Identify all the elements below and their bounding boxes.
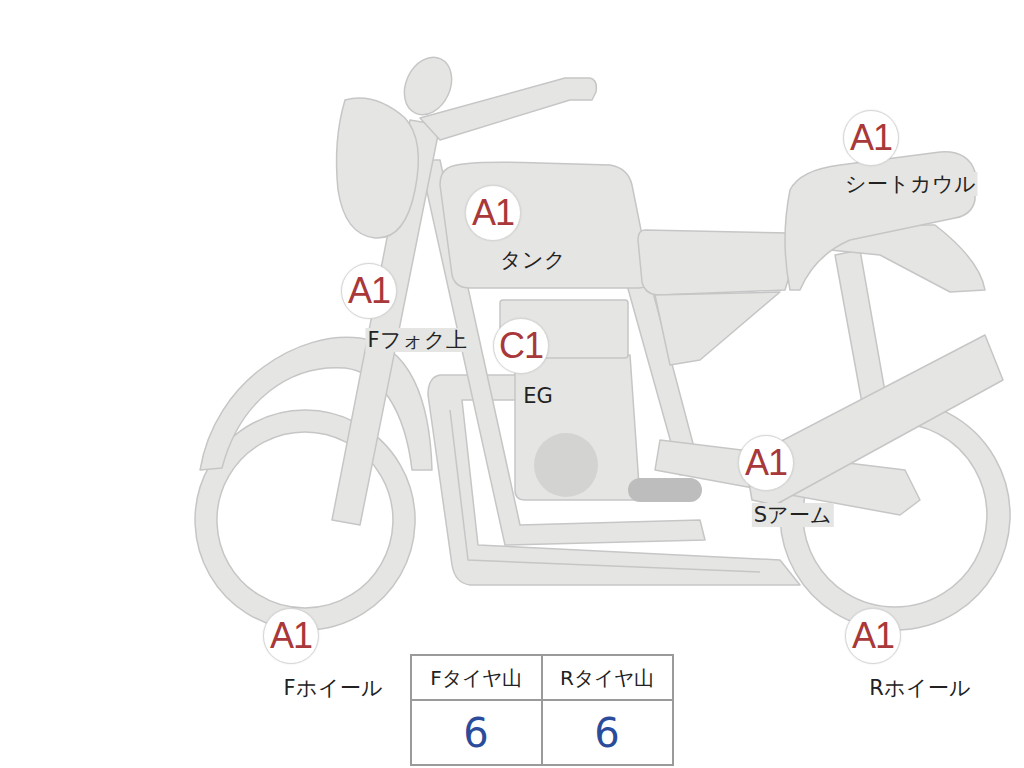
part-label: シートカウル <box>843 172 978 196</box>
callout-group: A1Fフォク上 <box>341 263 395 317</box>
swing-arm-upper <box>745 335 1003 505</box>
callout-group: A1Rホイール <box>845 608 899 662</box>
engine-cover <box>534 433 598 497</box>
callout-badge: A1 <box>845 608 901 664</box>
callout-group: A1シートカウル <box>843 110 897 164</box>
tread-value: 6 <box>463 711 488 755</box>
footpeg <box>628 478 702 502</box>
table-header: Fタイヤ山 <box>430 667 522 689</box>
part-label: Fホイール <box>281 676 384 700</box>
callout-badge: C1 <box>493 318 549 374</box>
part-label: Sアーム <box>752 503 834 527</box>
part-label: タンク <box>498 248 568 272</box>
callout-badge: A1 <box>738 435 794 491</box>
callout-badge: A1 <box>263 608 319 664</box>
fuel-tank <box>440 162 650 288</box>
condition-code: A1 <box>270 618 312 654</box>
callout-badge: A1 <box>341 263 397 319</box>
side-cover <box>655 292 780 365</box>
handlebar <box>420 78 596 140</box>
condition-code: A1 <box>472 195 514 231</box>
headlight <box>337 98 419 238</box>
engine-block <box>515 355 640 500</box>
condition-code: A1 <box>852 618 894 654</box>
part-label: EG <box>521 384 555 408</box>
condition-code: C1 <box>499 328 543 364</box>
callout-badge: A1 <box>465 185 521 241</box>
front-fender <box>200 337 432 470</box>
part-label: Fフォク上 <box>365 328 468 352</box>
callout-group: C1EG <box>493 318 547 372</box>
callout-badge: A1 <box>843 110 899 166</box>
seat <box>638 230 798 295</box>
condition-code: A1 <box>348 273 390 309</box>
tread-value: 6 <box>594 711 619 755</box>
tread-table <box>411 655 673 765</box>
callout-group: A1Fホイール <box>263 608 317 662</box>
condition-code: A1 <box>745 445 787 481</box>
frame-tube <box>420 160 705 545</box>
condition-code: A1 <box>850 120 892 156</box>
callout-group: A1タンク <box>465 185 519 239</box>
callout-group: A1Sアーム <box>738 435 792 489</box>
table-header: Rタイヤ山 <box>560 667 654 689</box>
part-label: Rホイール <box>867 676 973 700</box>
